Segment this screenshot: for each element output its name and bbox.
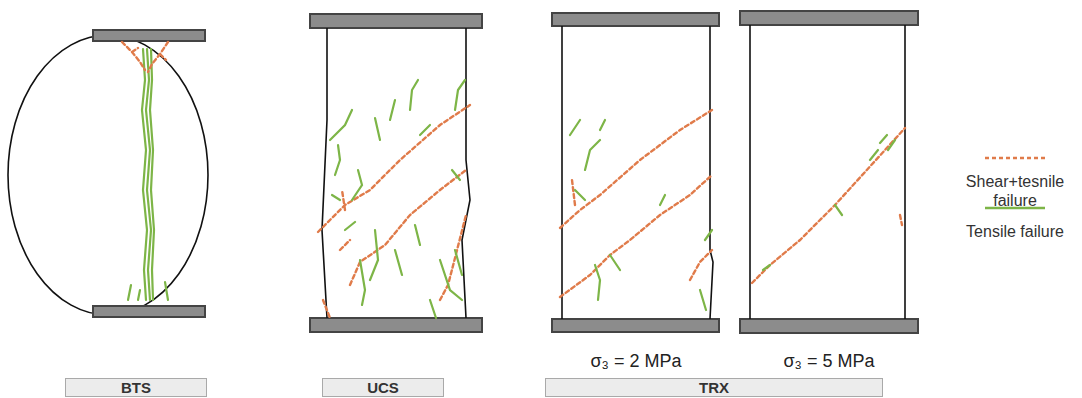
confining-pressure-label: σ₃ = 5 MPa (784, 351, 875, 372)
panel-label: UCS (367, 379, 399, 396)
panel-label: BTS (121, 379, 151, 396)
trx-2mpa-specimen (552, 13, 719, 332)
trx-5mpa-specimen (740, 11, 918, 333)
confining-pressure-label: σ₃ = 2 MPa (591, 351, 682, 372)
legend-text: Shear+tesnile failure (959, 172, 1071, 210)
panel-label-box: BTS (65, 378, 207, 397)
panel-label-box: UCS (322, 378, 444, 397)
legend-text: Tensile failure (959, 222, 1071, 241)
ucs-specimen (310, 14, 482, 332)
panel-label-box: TRX (545, 378, 883, 397)
panel-label: TRX (699, 379, 729, 396)
legend-sample (983, 154, 1047, 162)
bts-specimen (8, 30, 208, 317)
